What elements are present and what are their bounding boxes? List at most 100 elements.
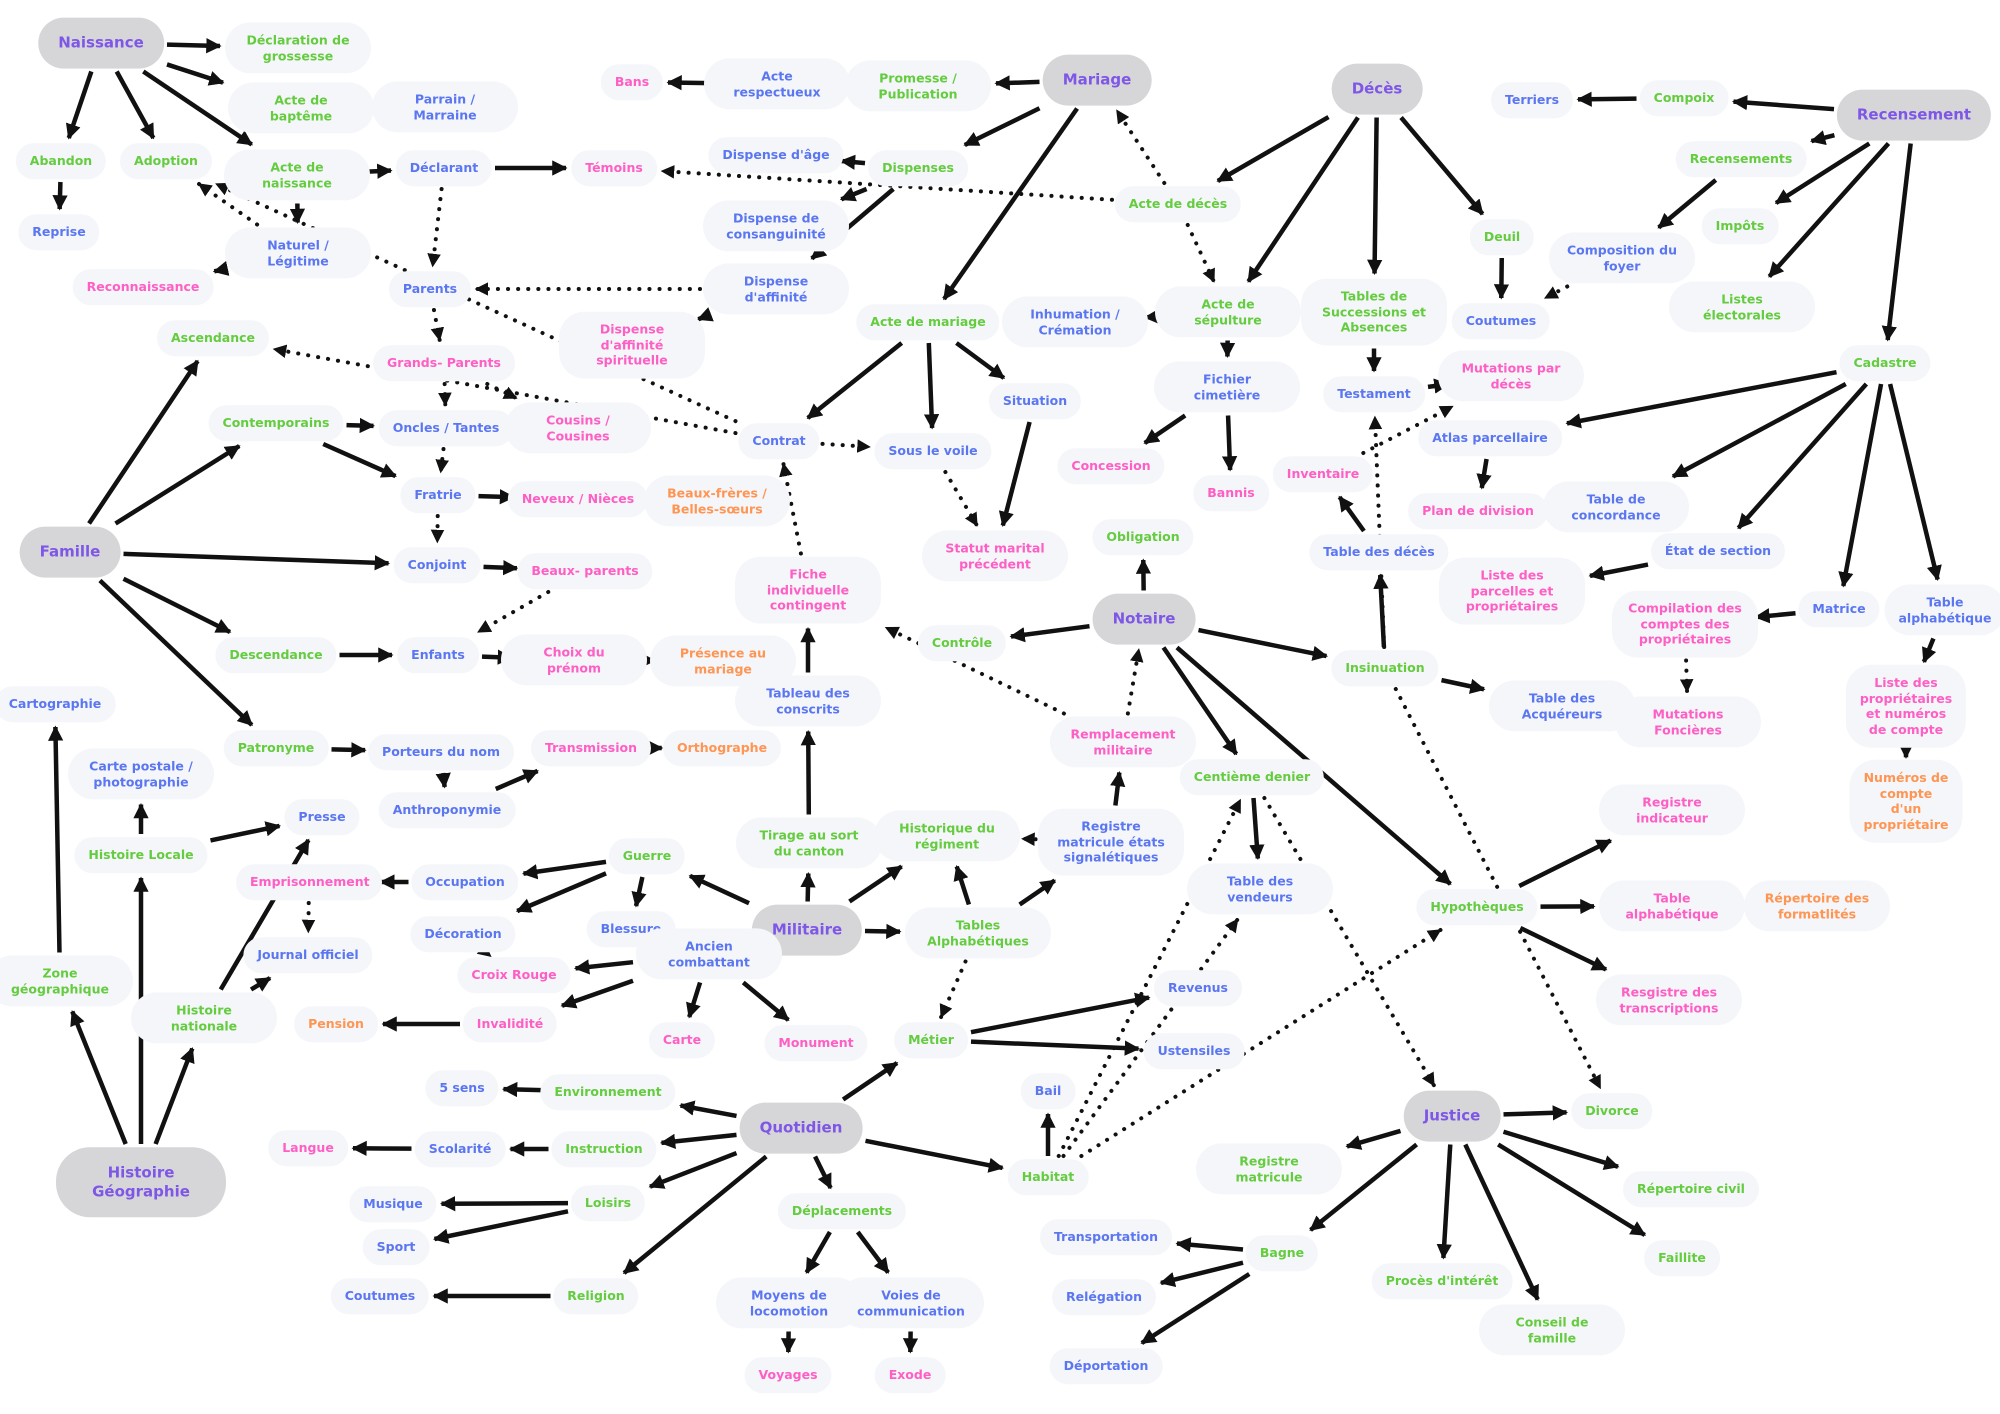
node-transportation[interactable]: Transportation (1040, 1219, 1172, 1255)
node-deplacements[interactable]: Déplacements (777, 1193, 907, 1229)
node-bagne[interactable]: Bagne (1245, 1235, 1319, 1271)
node-langue[interactable]: Langue (268, 1130, 348, 1166)
node-adoption[interactable]: Adoption (120, 143, 212, 179)
node-conseil-famille[interactable]: Conseil de famille (1479, 1304, 1625, 1356)
node-fratrie[interactable]: Fratrie (400, 477, 476, 513)
node-ustensiles[interactable]: Ustensiles (1143, 1033, 1245, 1069)
node-listes-electorales[interactable]: Listes électorales (1669, 281, 1815, 333)
node-reprise[interactable]: Reprise (18, 214, 100, 250)
node-parents[interactable]: Parents (388, 271, 472, 307)
node-cadastre[interactable]: Cadastre (1839, 345, 1931, 381)
node-zone-geo[interactable]: Zone géographique (0, 955, 133, 1007)
node-grands-parents[interactable]: Grands- Parents (373, 345, 515, 381)
node-relegation[interactable]: Relégation (1052, 1279, 1156, 1315)
node-bannis[interactable]: Bannis (1193, 475, 1269, 511)
node-contemporains[interactable]: Contemporains (208, 405, 344, 441)
node-coutumes-deces[interactable]: Coutumes (1451, 303, 1551, 339)
node-registre-matricule-etats[interactable]: Registre matricule états signalétiques (1038, 808, 1184, 876)
node-table-alpha-hypo[interactable]: Table alphabétique (1599, 880, 1745, 932)
node-acte-bapteme[interactable]: Acte de baptême (228, 82, 374, 134)
node-environnement[interactable]: Environnement (540, 1074, 676, 1110)
node-dispense-age[interactable]: Dispense d'âge (708, 137, 844, 173)
node-table-alpha-cadastre[interactable]: Table alphabétique (1884, 584, 2000, 636)
node-liste-proprietaires[interactable]: Liste des propriétaires et numéros de co… (1845, 664, 1967, 748)
node-parrain[interactable]: Parrain / Marraine (372, 81, 518, 133)
node-matrice[interactable]: Matrice (1798, 591, 1880, 627)
node-mutations-foncieres[interactable]: Mutations Foncières (1615, 696, 1761, 748)
node-inhumation[interactable]: Inhumation / Crémation (1002, 296, 1148, 348)
node-emprisonnement[interactable]: Emprisonnement (236, 864, 382, 900)
node-cartographie[interactable]: Cartographie (0, 686, 116, 722)
node-conjoint[interactable]: Conjoint (393, 547, 481, 583)
node-transmission[interactable]: Transmission (530, 730, 652, 766)
node-obligation[interactable]: Obligation (1092, 519, 1194, 555)
hub-node-justice[interactable]: Justice (1403, 1090, 1501, 1142)
node-voyages[interactable]: Voyages (744, 1357, 832, 1393)
node-acte-mariage[interactable]: Acte de mariage (856, 304, 1000, 340)
node-coutumes-quotidien[interactable]: Coutumes (330, 1278, 430, 1314)
node-temoins[interactable]: Témoins (571, 150, 657, 186)
node-guerre[interactable]: Guerre (608, 838, 686, 874)
hub-node-mariage[interactable]: Mariage (1042, 54, 1152, 106)
node-occupation[interactable]: Occupation (411, 864, 519, 900)
node-hypotheques[interactable]: Hypothèques (1416, 889, 1538, 925)
node-acte-respectueux[interactable]: Acte respectueux (704, 58, 850, 110)
node-orthographe[interactable]: Orthographe (662, 730, 782, 766)
node-registre-matricule[interactable]: Registre matricule (1196, 1143, 1342, 1195)
node-liste-parcelles[interactable]: Liste des parcelles et propriétaires (1439, 557, 1585, 625)
node-dispenses[interactable]: Dispenses (868, 150, 968, 186)
node-sport[interactable]: Sport (362, 1229, 430, 1265)
node-dispense-affinite-spirituelle[interactable]: Dispense d'affinité spirituelle (559, 311, 705, 379)
node-invalidite[interactable]: Invalidité (462, 1006, 558, 1042)
node-declarant[interactable]: Déclarant (395, 150, 493, 186)
node-plan-division[interactable]: Plan de division (1408, 493, 1548, 529)
node-etat-section[interactable]: État de section (1650, 533, 1786, 569)
node-promesse[interactable]: Promesse / Publication (845, 60, 991, 112)
node-croix-rouge[interactable]: Croix Rouge (457, 957, 571, 993)
hub-node-quotidien[interactable]: Quotidien (739, 1102, 863, 1154)
node-tables-successions[interactable]: Tables de Successions et Absences (1301, 278, 1447, 346)
node-repertoire-civil[interactable]: Répertoire civil (1623, 1171, 1759, 1207)
node-journal[interactable]: Journal officiel (243, 937, 373, 973)
node-beaux-parents[interactable]: Beaux- parents (517, 553, 653, 589)
node-patronyme[interactable]: Patronyme (223, 730, 329, 766)
node-enfants[interactable]: Enfants (397, 637, 479, 673)
node-dispense-affinite[interactable]: Dispense d'affinité (703, 263, 849, 315)
node-voies-communication[interactable]: Voies de communication (838, 1277, 984, 1329)
node-tableau-conscrits[interactable]: Tableau des conscrits (735, 675, 881, 727)
node-presse[interactable]: Presse (284, 799, 360, 835)
node-dispense-consanguinite[interactable]: Dispense de consanguinité (703, 200, 849, 252)
hub-node-recensement[interactable]: Recensement (1836, 89, 1992, 141)
node-controle[interactable]: Contrôle (917, 625, 1007, 661)
node-naturel[interactable]: Naturel / Légitime (225, 227, 371, 279)
node-religion[interactable]: Religion (553, 1278, 639, 1314)
node-choix-prenom[interactable]: Choix du prénom (501, 634, 647, 686)
node-pension[interactable]: Pension (294, 1006, 378, 1042)
node-monument[interactable]: Monument (764, 1025, 868, 1061)
hub-node-notaire[interactable]: Notaire (1092, 593, 1196, 645)
node-moyens-locomotion[interactable]: Moyens de locomotion (716, 1277, 862, 1329)
node-historique-regiment[interactable]: Historique du régiment (874, 810, 1020, 862)
node-faillite[interactable]: Faillite (1644, 1240, 1720, 1276)
hub-node-famille[interactable]: Famille (19, 526, 121, 578)
node-neveux[interactable]: Neveux / Nièces (507, 481, 649, 517)
hub-node-naissance[interactable]: Naissance (38, 17, 164, 69)
node-metier[interactable]: Métier (894, 1022, 968, 1058)
node-table-deces[interactable]: Table des décès (1309, 534, 1449, 570)
node-instruction[interactable]: Instruction (551, 1131, 657, 1167)
node-exode[interactable]: Exode (874, 1357, 946, 1393)
node-remplacement[interactable]: Remplacement militaire (1050, 716, 1196, 768)
node-repertoire-formalites[interactable]: Répertoire des formatlités (1744, 880, 1890, 932)
node-porteurs[interactable]: Porteurs du nom (368, 734, 514, 770)
node-recensements[interactable]: Recensements (1675, 141, 1807, 177)
hub-node-histgeo[interactable]: Histoire Géographie (56, 1147, 226, 1217)
node-table-acquereurs[interactable]: Table des Acquéreurs (1489, 680, 1635, 732)
node-bans[interactable]: Bans (600, 64, 664, 100)
node-fiche-individuelle[interactable]: Fiche individuelle contingent (735, 556, 881, 624)
node-histoire-locale[interactable]: Histoire Locale (74, 837, 208, 873)
node-fichier-cimetiere[interactable]: Fichier cimetière (1154, 361, 1300, 413)
node-registre-indicateur[interactable]: Registre indicateur (1599, 784, 1745, 836)
node-compilation[interactable]: Compilation des comptes des propriétaire… (1612, 590, 1758, 658)
node-musique[interactable]: Musique (349, 1186, 437, 1222)
node-mutations-deces[interactable]: Mutations par décès (1438, 350, 1584, 402)
